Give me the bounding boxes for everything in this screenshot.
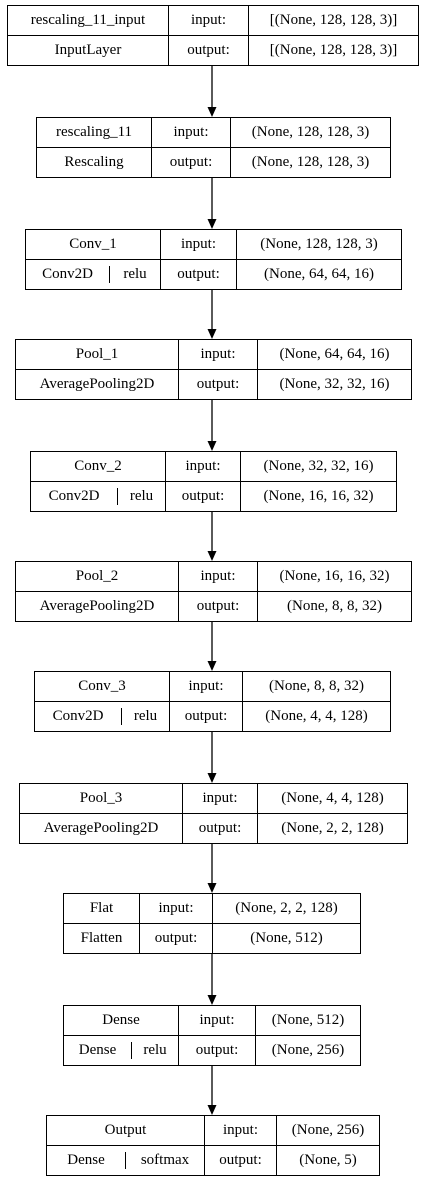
output-label: output: [161,259,236,289]
layer-name: Conv_1 [69,236,117,252]
layer-name: Conv_2 [74,458,122,474]
layer-name: rescaling_11 [55,124,133,140]
input-shape: (None, 256) [291,1122,365,1138]
input-shape: (None, 512) [271,1012,345,1028]
layer-type: Conv2D [52,708,104,724]
arrowhead [207,773,217,783]
input-shape: [(None, 128, 128, 3)] [269,12,398,28]
layer-name: Conv_3 [78,678,126,694]
output-shape: (None, 2, 2, 128) [258,813,407,843]
output-shape: (None, 32, 32, 16) [258,369,411,399]
layer-type: Conv2D [42,266,93,282]
layer-activation: softmax [125,1152,204,1169]
layer-name: Dense [102,1012,140,1028]
output-label: output: [140,923,212,953]
input-label: input: [222,1122,258,1138]
output-shape: (None, 64, 64, 16) [237,259,401,289]
output-label: output: [169,35,248,65]
layer-name: Pool_1 [75,346,119,362]
output-shape: (None, 512) [213,923,360,953]
arrowhead [207,441,217,451]
input-label: input: [180,236,216,252]
output-shape: [(None, 128, 128, 3)] [249,35,418,65]
arrowhead [207,883,217,893]
layer-type: AveragePooling2D [20,813,182,843]
layer-activation: relu [109,266,160,283]
input-shape: (None, 2, 2, 128) [235,900,338,916]
input-shape: (None, 16, 16, 32) [279,568,390,584]
layer-type: AveragePooling2D [16,369,178,399]
layer-activation: relu [131,1042,178,1059]
layer-type: AveragePooling2D [16,591,178,621]
output-shape: (None, 128, 128, 3) [231,147,390,177]
arrowhead [207,551,217,561]
layer-type: InputLayer [8,35,168,65]
output-label: output: [170,701,242,731]
input-label: input: [158,900,194,916]
arrowhead [207,107,217,117]
output-label: output: [183,813,257,843]
layer-name: Pool_3 [79,790,123,806]
input-label: input: [188,678,224,694]
layer-name: Output [104,1122,147,1138]
layer-type: Dense [78,1042,117,1058]
output-shape: (None, 5) [277,1145,379,1175]
layer-name: Flat [89,900,114,916]
input-shape: (None, 64, 64, 16) [279,346,390,362]
layer-name: rescaling_11_input [30,12,146,28]
layer-activation: relu [117,488,165,505]
arrowhead [207,995,217,1005]
input-shape: (None, 32, 32, 16) [263,458,374,474]
output-label: output: [179,1035,255,1065]
layer-type: Dense [67,1152,105,1168]
input-label: input: [173,124,209,140]
output-label: output: [205,1145,276,1175]
input-label: input: [185,458,221,474]
output-label: output: [179,369,257,399]
input-label: input: [200,568,236,584]
output-label: output: [179,591,257,621]
layer-name: Pool_2 [75,568,119,584]
input-label: input: [190,12,226,28]
arrowhead [207,219,217,229]
input-label: input: [200,346,236,362]
output-shape: (None, 16, 16, 32) [241,481,396,511]
output-shape: (None, 256) [256,1035,360,1065]
layer-activation: relu [121,708,169,725]
output-label: output: [166,481,240,511]
layer-type: Rescaling [37,147,151,177]
arrowhead [207,329,217,339]
input-label: input: [202,790,238,806]
input-label: input: [199,1012,235,1028]
output-shape: (None, 8, 8, 32) [258,591,411,621]
input-shape: (None, 128, 128, 3) [251,124,370,140]
arrowhead [207,1105,217,1115]
input-shape: (None, 4, 4, 128) [281,790,384,806]
input-shape: (None, 128, 128, 3) [260,236,378,252]
input-shape: (None, 8, 8, 32) [269,678,364,694]
layer-type: Conv2D [48,488,100,504]
output-shape: (None, 4, 4, 128) [243,701,390,731]
output-label: output: [152,147,230,177]
layer-type: Flatten [64,923,139,953]
arrowhead [207,661,217,671]
